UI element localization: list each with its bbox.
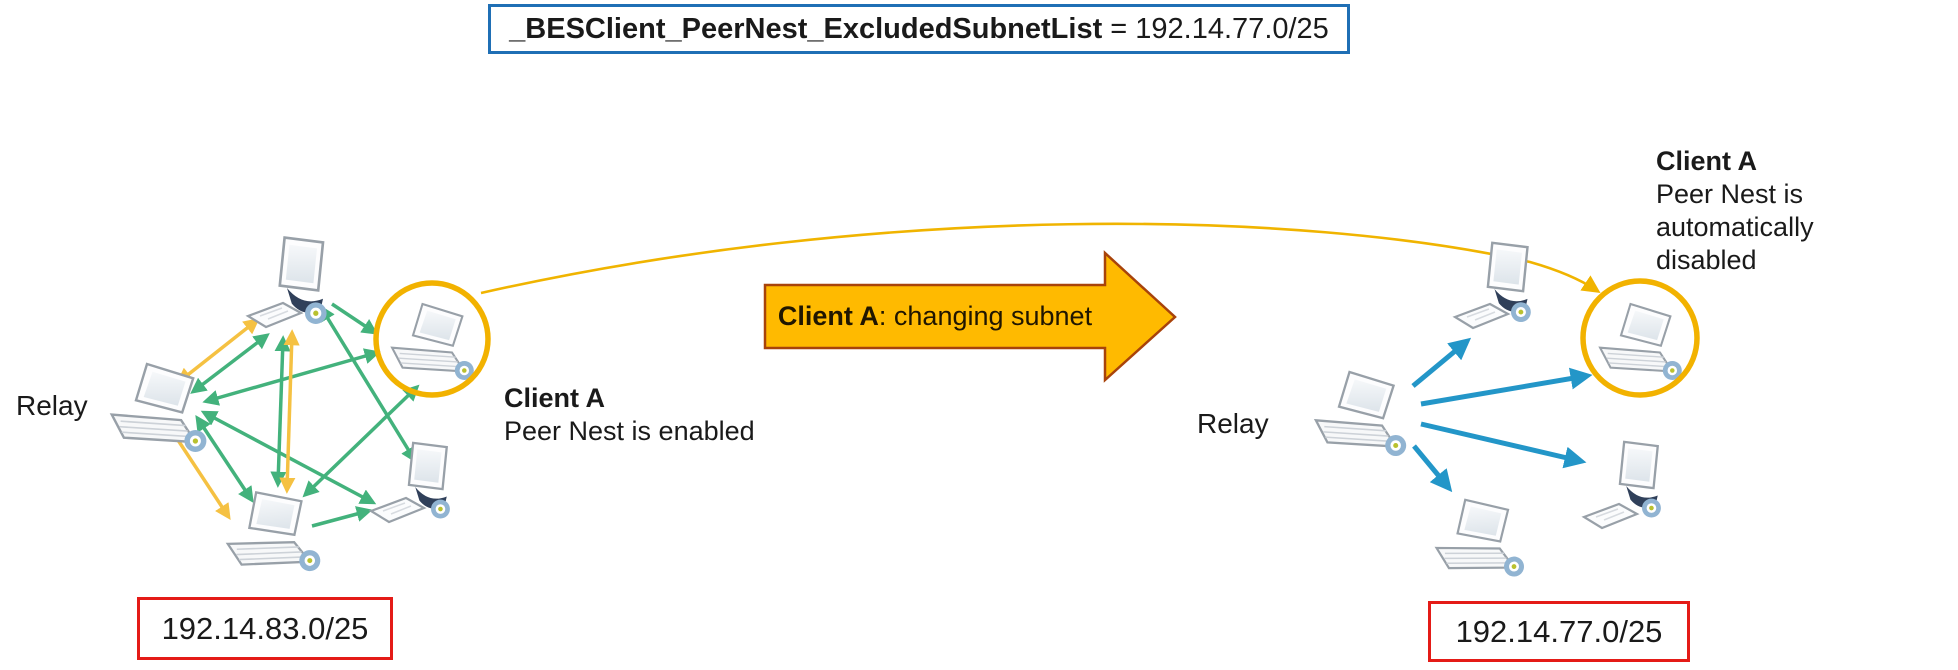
transition-arrow-label: Client A: changing subnet	[770, 287, 1100, 346]
right-relay-label: Relay	[1197, 408, 1269, 439]
keyboard-icon	[246, 301, 303, 329]
relay-links-yellow	[167, 318, 300, 521]
peer-mesh-links-green	[190, 302, 420, 528]
right-subnet-value: 192.14.77.0/25	[1455, 613, 1663, 649]
setting-title-box: _BESClient_PeerNest_ExcludedSubnetList =…	[488, 4, 1350, 54]
left-client-a-title: Client A	[504, 383, 605, 413]
left-subnet-value: 192.14.83.0/25	[161, 610, 369, 646]
laptop-icon	[1432, 494, 1526, 583]
highlight-circle	[373, 280, 491, 398]
relay-links-blue	[1411, 337, 1593, 493]
laptop-icon	[221, 485, 323, 581]
peer-link-green-3	[195, 414, 254, 504]
right-subnet-box: 192.14.77.0/25	[1428, 601, 1690, 662]
left-client-a-subtitle: Peer Nest is enabled	[504, 416, 755, 446]
relay-link-yellow-3	[279, 329, 300, 494]
desktop-icon	[1618, 440, 1663, 519]
relay-link-blue-4	[1412, 444, 1453, 493]
relay-link-blue-1	[1411, 337, 1472, 388]
relay-laptop-icon	[110, 362, 208, 454]
keyboard-icon	[369, 496, 426, 524]
relay-link-yellow-1	[176, 318, 260, 384]
peer-link-green-6	[270, 335, 291, 488]
setting-name: _BESClient_PeerNest_ExcludedSubnetList	[509, 12, 1103, 45]
transition-arrow-label-rest: : changing subnet	[878, 301, 1093, 331]
relay-link-blue-2	[1420, 367, 1593, 407]
left-client-a-label: Client A Peer Nest is enabled	[504, 382, 755, 448]
transition-arrow-label-bold: Client A	[777, 301, 879, 331]
peer-link-green-5	[331, 302, 379, 335]
left-subnet-box: 192.14.83.0/25	[137, 597, 393, 660]
right-client-a-title: Client A	[1656, 146, 1757, 176]
transition-arrow	[763, 250, 1177, 383]
right-client-a-label: Client A Peer Nest is automatically disa…	[1656, 145, 1958, 277]
right-client-a-subtitle-line1: Peer Nest is automatically	[1656, 179, 1814, 242]
left-subnet-cluster	[110, 236, 491, 581]
client-a-laptop-icon	[391, 302, 475, 382]
keyboard-icon	[1453, 302, 1510, 330]
setting-value: = 192.14.77.0/25	[1102, 12, 1329, 45]
relay-link-blue-3	[1420, 421, 1587, 469]
keyboard-icon	[1582, 502, 1639, 530]
peer-link-green-9	[311, 506, 373, 528]
subnet-change-curve-arrow	[480, 222, 1601, 295]
right-subnet-cluster	[1314, 241, 1700, 583]
highlight-circle	[1580, 278, 1700, 398]
right-client-a-subtitle-line2: disabled	[1656, 245, 1757, 275]
left-relay-label: Relay	[16, 390, 88, 421]
peer-link-green-8	[302, 384, 420, 498]
relay-link-yellow-2	[167, 423, 231, 521]
client-a-laptop-icon	[1599, 302, 1683, 382]
relay-laptop-icon	[1314, 370, 1408, 458]
